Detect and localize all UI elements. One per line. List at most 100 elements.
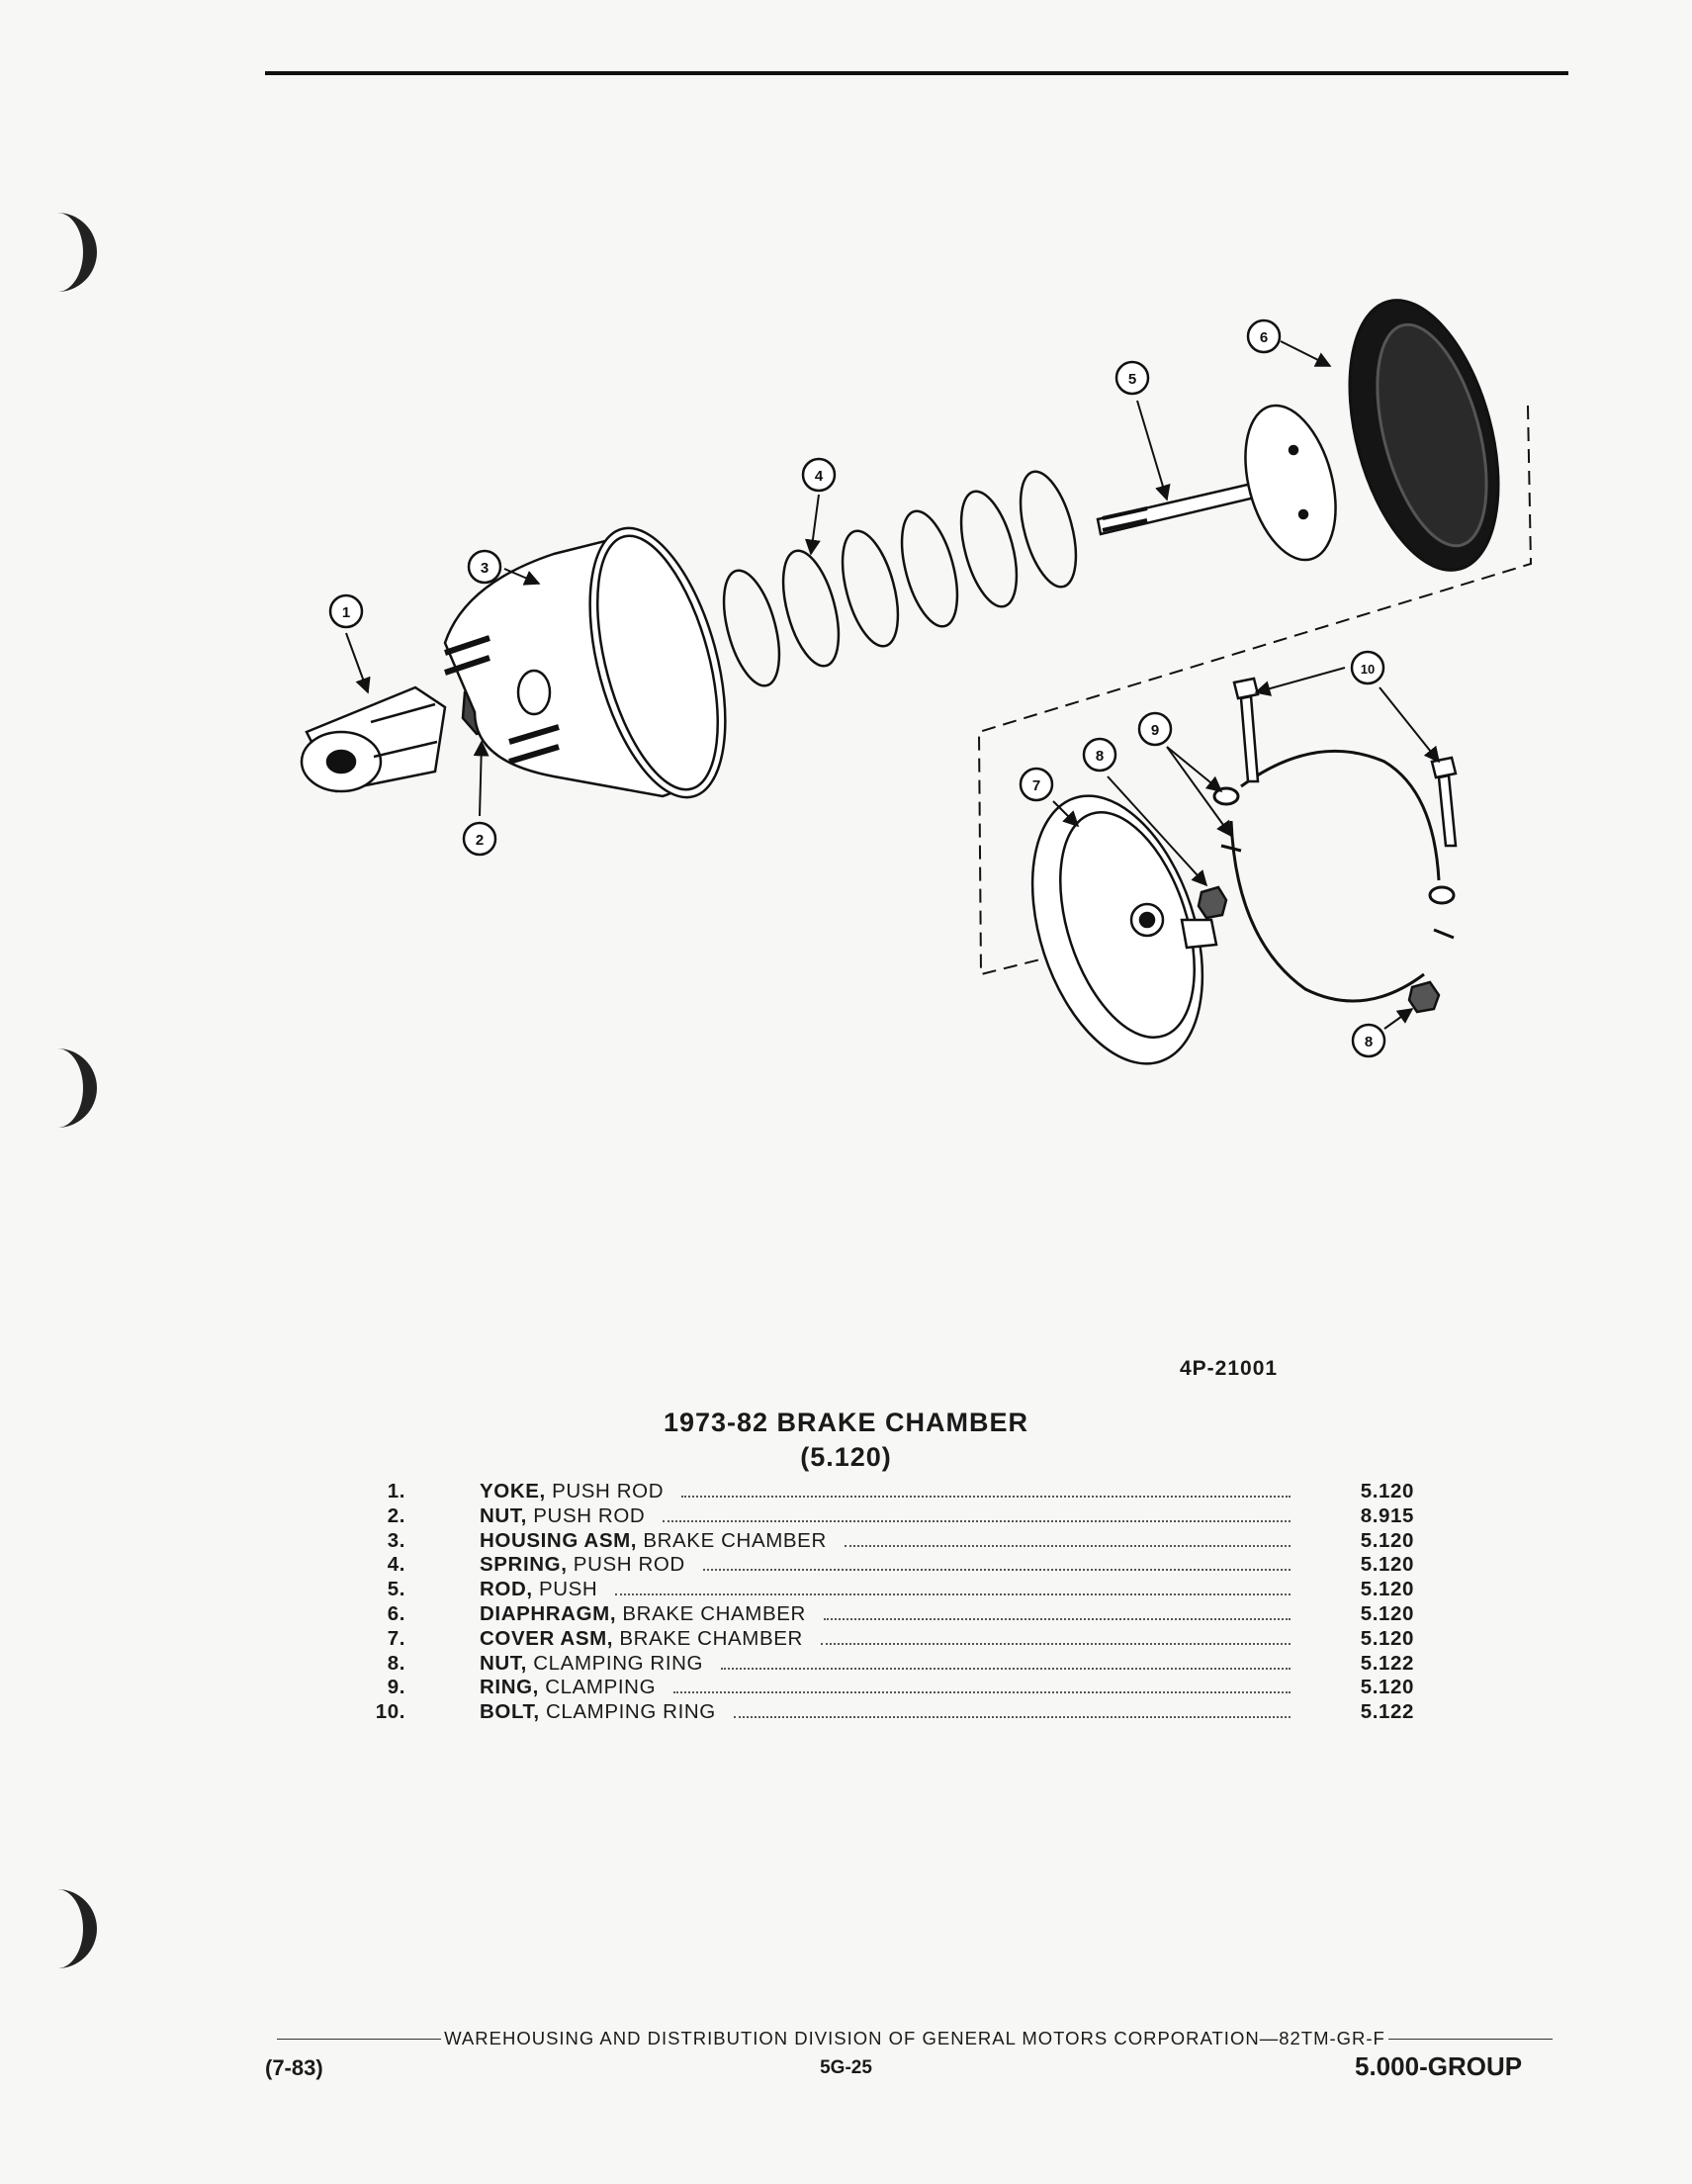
part-group-ref: 8.915 <box>1360 1503 1414 1527</box>
callout-label: 2 <box>476 832 484 849</box>
callout-label: 5 <box>1128 371 1136 388</box>
footer-rule-left <box>277 2038 442 2040</box>
part-name: RING, <box>480 1676 539 1699</box>
callout-leaders <box>345 340 1440 1030</box>
figure-number: 4P-21001 <box>1180 1357 1279 1380</box>
part-name: HOUSING ASM, <box>480 1528 638 1552</box>
yoke-part <box>300 685 447 793</box>
part-name: COVER ASM, <box>480 1626 614 1650</box>
dot-leader <box>733 1702 1291 1719</box>
page-subtitle: (5.120) <box>800 1442 892 1472</box>
part-detail: PUSH ROD <box>552 1480 665 1502</box>
callout-label: 8 <box>1365 1034 1373 1050</box>
housing-part <box>443 526 727 799</box>
part-description: NUT, PUSH ROD <box>480 1504 645 1528</box>
footer-group: 5.000-GROUP <box>1355 2051 1523 2081</box>
part-detail: CLAMPING RING <box>533 1651 704 1675</box>
page-title: 1973-82 BRAKE CHAMBER <box>663 1408 1029 1437</box>
part-number: 2. <box>387 1503 405 1527</box>
dot-leader <box>820 1629 1291 1645</box>
part-description: HOUSING ASM, BRAKE CHAMBER <box>480 1529 827 1553</box>
part-group-ref: 5.120 <box>1360 1578 1414 1601</box>
parts-list: 1. YOKE, PUSH ROD 5.120 2. NUT, PUSH ROD 8.91… <box>356 1480 1414 1725</box>
spring-part <box>722 470 1078 687</box>
callout-label: 6 <box>1260 329 1268 346</box>
dot-leader <box>663 1506 1291 1522</box>
callout-label: 3 <box>481 560 489 577</box>
parts-list-row: 9. RING, CLAMPING 5.120 <box>356 1676 1414 1700</box>
callout-label: 4 <box>815 468 824 485</box>
callout-label: 7 <box>1032 777 1040 794</box>
part-number: 1. <box>387 1480 405 1502</box>
part-description: COVER ASM, BRAKE CHAMBER <box>480 1627 803 1651</box>
part-detail: PUSH <box>538 1578 598 1601</box>
callout-label: 10 <box>1361 662 1375 677</box>
clamping-ring-nut-part <box>1197 885 1441 1014</box>
part-description: SPRING, PUSH ROD <box>480 1553 685 1577</box>
dot-leader <box>844 1531 1291 1547</box>
part-description: RING, CLAMPING <box>480 1676 656 1699</box>
part-number: 4. <box>387 1553 405 1577</box>
part-name: SPRING, <box>480 1553 568 1577</box>
part-group-ref: 5.122 <box>1360 1700 1414 1724</box>
part-detail: BRAKE CHAMBER <box>643 1528 827 1552</box>
part-description: NUT, CLAMPING RING <box>480 1652 703 1676</box>
part-number: 7. <box>387 1626 405 1650</box>
part-description: DIAPHRAGM, BRAKE CHAMBER <box>480 1602 806 1626</box>
parts-list-row: 7. COVER ASM, BRAKE CHAMBER 5.120 <box>356 1627 1414 1652</box>
part-group-ref: 5.120 <box>1360 1553 1414 1577</box>
part-name: DIAPHRAGM, <box>480 1601 617 1625</box>
part-number: 8. <box>387 1651 405 1675</box>
part-group-ref: 5.120 <box>1360 1480 1414 1502</box>
cover-part <box>1030 794 1218 1065</box>
part-description: YOKE, PUSH ROD <box>480 1480 664 1503</box>
part-number: 10. <box>375 1700 405 1724</box>
parts-list-row: 8. NUT, CLAMPING RING 5.122 <box>356 1652 1414 1677</box>
part-name: NUT, <box>480 1651 527 1675</box>
parts-list-row: 4. SPRING, PUSH ROD 5.120 <box>356 1553 1414 1578</box>
page-number: 5G-25 <box>820 2057 872 2078</box>
footer-division: WAREHOUSING AND DISTRIBUTION DIVISION OF… <box>444 2028 1385 2048</box>
part-group-ref: 5.120 <box>1360 1601 1414 1625</box>
part-number: 3. <box>387 1528 405 1552</box>
clamping-ring-bolt-part <box>1232 677 1458 848</box>
part-group-ref: 5.120 <box>1360 1626 1414 1650</box>
clamping-ring-part <box>1212 749 1456 1003</box>
parts-list-row: 1. YOKE, PUSH ROD 5.120 <box>356 1480 1414 1504</box>
part-detail: CLAMPING <box>545 1676 657 1699</box>
part-number: 9. <box>387 1676 405 1699</box>
footer-rule-right <box>1387 2038 1554 2040</box>
part-group-ref: 5.122 <box>1360 1651 1414 1675</box>
callout-circles <box>328 318 1386 1058</box>
callout-label: 9 <box>1151 722 1159 739</box>
part-group-ref: 5.120 <box>1360 1528 1414 1552</box>
part-name: YOKE, <box>480 1480 546 1502</box>
binder-hole-mark <box>51 1889 97 1968</box>
part-description: ROD, PUSH <box>480 1578 597 1601</box>
part-detail: BRAKE CHAMBER <box>622 1601 806 1625</box>
parts-list-row: 3. HOUSING ASM, BRAKE CHAMBER 5.120 <box>356 1529 1414 1554</box>
part-description: BOLT, CLAMPING RING <box>480 1700 716 1724</box>
callout-label: 1 <box>342 604 350 621</box>
dot-leader <box>673 1678 1291 1694</box>
part-detail: CLAMPING RING <box>546 1700 716 1724</box>
top-rule <box>265 71 1568 75</box>
parts-list-row: 2. NUT, PUSH ROD 8.915 <box>356 1504 1414 1529</box>
part-name: BOLT, <box>480 1700 540 1724</box>
push-rod-part <box>1096 404 1337 562</box>
footer-date: (7-83) <box>265 2055 323 2080</box>
part-detail: PUSH ROD <box>533 1503 646 1527</box>
part-group-ref: 5.120 <box>1360 1676 1414 1699</box>
dot-leader <box>721 1654 1291 1670</box>
part-detail: BRAKE CHAMBER <box>619 1626 803 1650</box>
part-detail: PUSH ROD <box>573 1553 685 1577</box>
part-name: ROD, <box>480 1578 533 1601</box>
parts-list-row: 10. BOLT, CLAMPING RING 5.122 <box>356 1700 1414 1725</box>
dot-leader <box>681 1482 1291 1498</box>
part-name: NUT, <box>480 1503 527 1527</box>
exploded-view-diagram: 1 2 3 4 5 6 7 8 9 10 8 <box>300 299 1533 1065</box>
dot-leader <box>823 1604 1291 1620</box>
